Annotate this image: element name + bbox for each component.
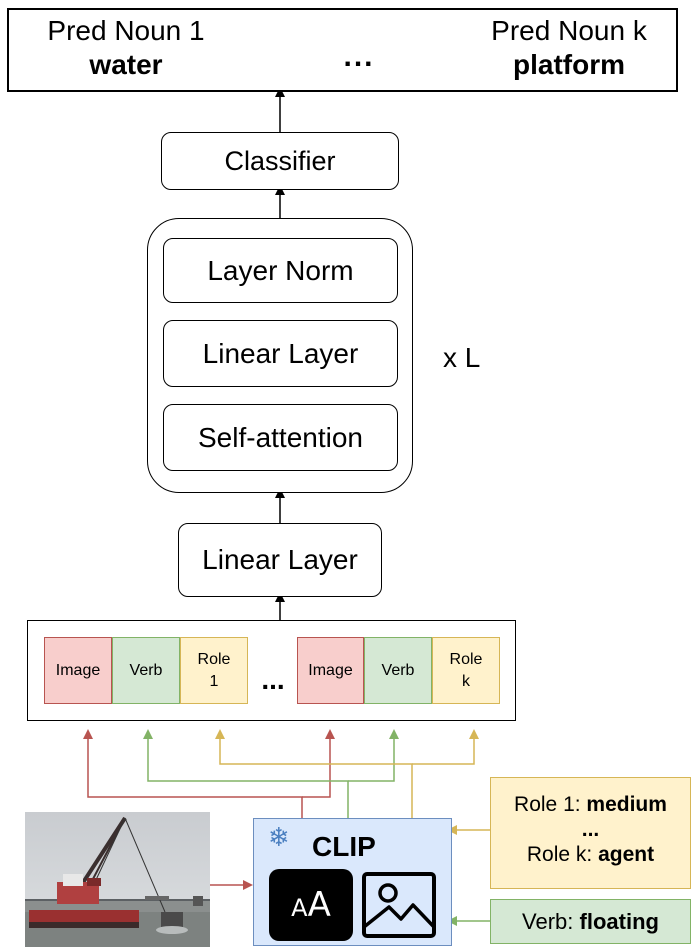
roles-ellipsis: ... (581, 818, 600, 841)
token-role-1-line1: Role (197, 650, 231, 668)
token-image-k: Image (297, 637, 364, 704)
pred-noun-1-label: Pred Noun 1 (47, 15, 205, 46)
pred-noun-k-label: Pred Noun k (491, 15, 647, 46)
token-role-k-line1: Role (449, 650, 483, 668)
repeat-label: x L (443, 342, 481, 373)
role-k-prefix: Role k: (526, 843, 599, 866)
pred-noun-k: Pred Noun k platform (459, 14, 679, 82)
arrow-clip-to-verb-k (348, 729, 399, 782)
image-icon (361, 871, 437, 939)
snowflake-icon: ❄ (268, 823, 290, 853)
classifier-box: Classifier (161, 132, 399, 190)
output-ellipsis: ... (343, 40, 375, 73)
token-image-1: Image (44, 637, 112, 704)
arrow-clip-to-image-1 (83, 729, 303, 818)
roles-box: Role 1: medium ... Role k: agent (490, 777, 691, 889)
arrow-clip-to-role-1 (215, 729, 413, 818)
text-icon-glyph: AA (291, 885, 331, 925)
clip-title: CLIP (312, 831, 376, 862)
output-box: Pred Noun 1 water ... Pred Noun k platfo… (7, 8, 678, 92)
text-icon: AA (269, 869, 353, 941)
role-1-line: Role 1: medium (491, 790, 690, 820)
token-ellipsis: ... (261, 664, 285, 695)
arrow-clip-to-role-k (412, 729, 479, 765)
pred-noun-1-value: water (89, 49, 163, 80)
layer-norm-box: Layer Norm (163, 238, 398, 303)
self-attention-box: Self-attention (163, 404, 398, 471)
token-role-1-line2: 1 (209, 672, 219, 690)
transformer-linear-layer-box: Linear Layer (163, 320, 398, 387)
token-role-k-line2: k (462, 672, 470, 690)
pred-noun-k-value: platform (513, 49, 625, 80)
role-1-value: medium (586, 793, 667, 816)
token-role-1: Role 1 (180, 637, 248, 704)
verb-value: floating (579, 908, 659, 934)
pred-noun-1: Pred Noun 1 water (21, 14, 231, 82)
role-k-value: agent (598, 843, 655, 866)
role-k-line: Role k: agent (491, 840, 690, 870)
arrow-clip-to-verb-1 (143, 729, 349, 818)
arrow-clip-to-image-k (302, 729, 335, 798)
linear-layer-box: Linear Layer (178, 523, 382, 597)
token-verb-k: Verb (364, 637, 432, 704)
photo-thumbnail (25, 812, 210, 947)
token-role-k: Role k (432, 637, 500, 704)
clip-box: ❄ CLIP AA (253, 818, 452, 946)
role-1-prefix: Role 1: (514, 793, 587, 816)
token-verb-1: Verb (112, 637, 180, 704)
verb-box: Verb: floating (490, 899, 691, 944)
verb-prefix: Verb: (522, 908, 580, 934)
